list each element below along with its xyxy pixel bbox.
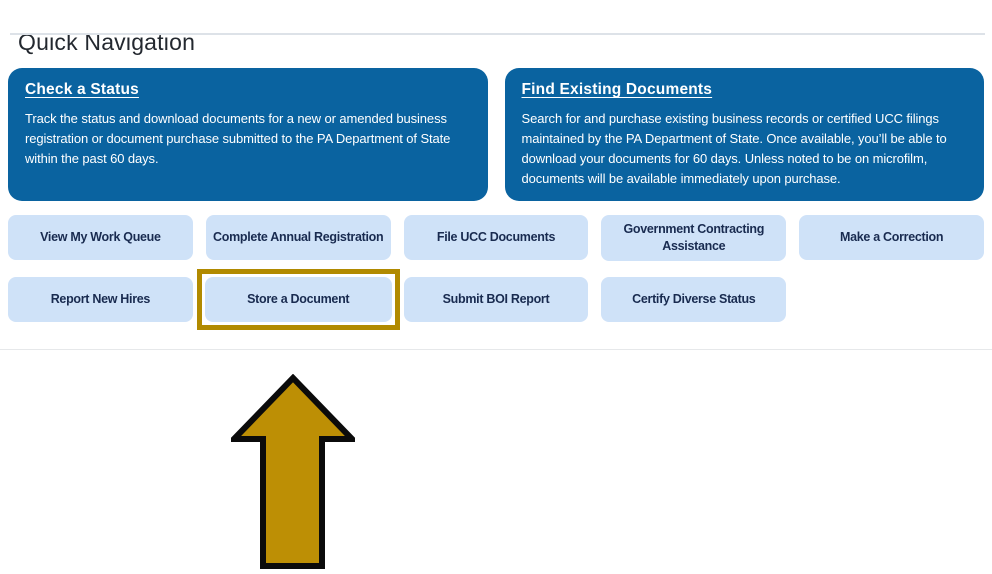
government-contracting-assistance-button[interactable]: Government Contracting Assistance xyxy=(601,215,787,261)
find-existing-documents-description: Search for and purchase existing busines… xyxy=(521,111,947,186)
store-a-document-button[interactable]: Store a Document xyxy=(204,276,392,322)
submit-boi-report-button[interactable]: Submit BOI Report xyxy=(403,276,589,322)
view-my-work-queue-button[interactable]: View My Work Queue xyxy=(8,215,193,261)
check-a-status-link[interactable]: Check a Status xyxy=(25,81,139,98)
section-divider xyxy=(0,348,992,350)
file-ucc-documents-button[interactable]: File UCC Documents xyxy=(403,215,589,261)
quick-action-buttons-grid: View My Work Queue Complete Annual Regis… xyxy=(8,215,984,330)
certify-diverse-status-button[interactable]: Certify Diverse Status xyxy=(601,276,787,322)
make-a-correction-button[interactable]: Make a Correction xyxy=(799,215,984,261)
card-find-existing-documents: Find Existing Documents Search for and p… xyxy=(504,68,984,201)
report-new-hires-button[interactable]: Report New Hires xyxy=(8,276,193,322)
complete-annual-registration-button[interactable]: Complete Annual Registration xyxy=(205,215,391,261)
highlight-box: Store a Document xyxy=(196,268,400,330)
top-divider xyxy=(10,33,985,35)
up-arrow-annotation-icon xyxy=(231,374,355,569)
check-a-status-description: Track the status and download documents … xyxy=(25,111,451,166)
find-existing-documents-link[interactable]: Find Existing Documents xyxy=(521,81,713,98)
card-check-a-status: Check a Status Track the status and down… xyxy=(8,68,488,201)
info-cards-row: Check a Status Track the status and down… xyxy=(8,68,984,201)
quick-navigation-section: Quick Navigation Check a Status Track th… xyxy=(0,29,992,350)
